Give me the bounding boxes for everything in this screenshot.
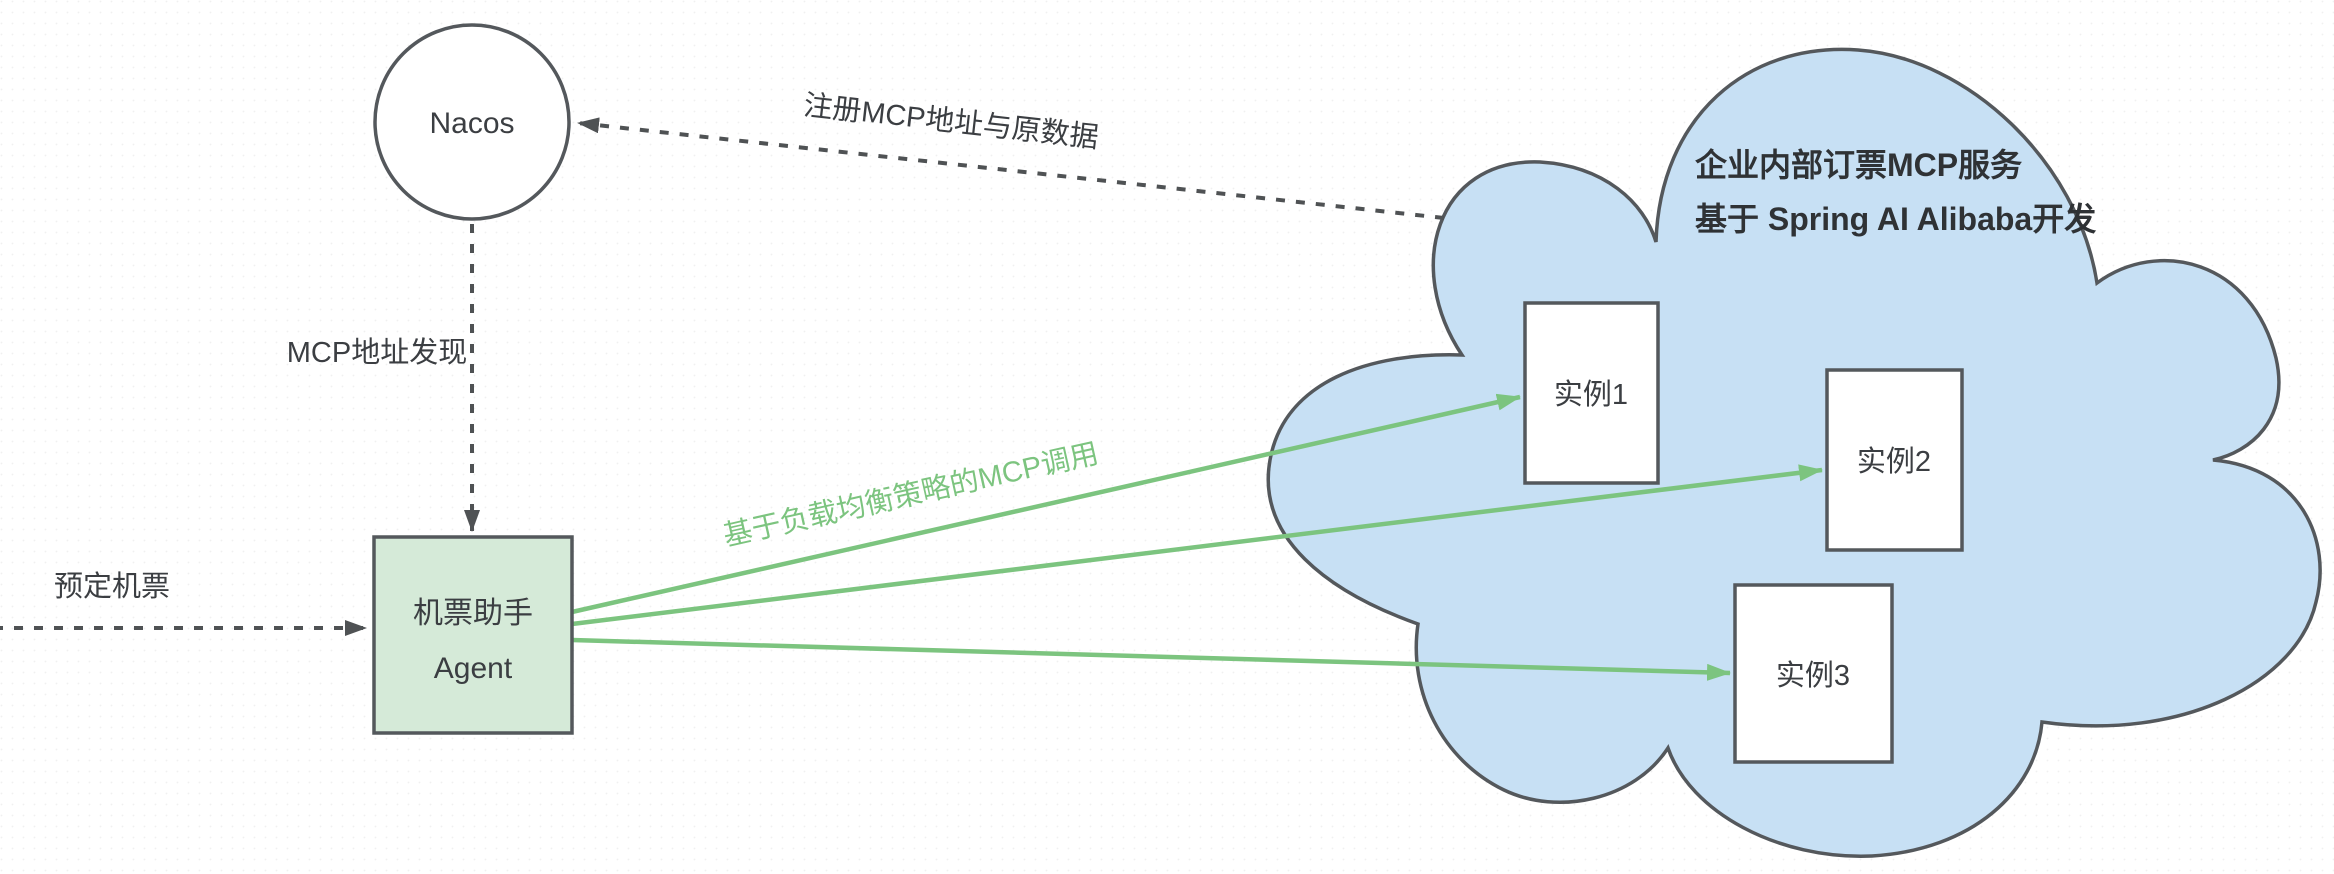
cloud-title-line1: 企业内部订票MCP服务	[1695, 147, 2022, 183]
cloud-title-line2: 基于 Spring AI Alibaba开发	[1695, 201, 2096, 237]
node-instance-1[interactable]	[1523, 301, 1660, 485]
edge-register-mcp[interactable]	[577, 117, 1445, 220]
cloud-enterprise-mcp-service[interactable]	[1266, 47, 2322, 858]
node-instance-3[interactable]	[1733, 583, 1894, 764]
edge-mcp-call-instance2[interactable]	[571, 464, 1823, 627]
edge-book-ticket-label: 预定机票	[54, 570, 170, 603]
node-instance-2[interactable]	[1825, 368, 1964, 552]
node-instance-1-label: 实例1	[1554, 378, 1628, 411]
node-instance-3-label: 实例3	[1776, 659, 1850, 692]
node-instance-2-label: 实例2	[1857, 445, 1931, 478]
edge-mcp-call-instance1[interactable]	[571, 393, 1521, 615]
node-nacos-label: Nacos	[429, 107, 514, 140]
edge-mcp-discovery-label: MCP地址发现	[287, 336, 467, 369]
node-agent-label-line1: 机票助手	[413, 597, 533, 630]
edge-mcp-call-instance3[interactable]	[571, 637, 1731, 681]
node-agent-label-line2: Agent	[434, 652, 513, 685]
node-agent[interactable]	[372, 535, 574, 735]
node-nacos[interactable]	[373, 23, 571, 221]
